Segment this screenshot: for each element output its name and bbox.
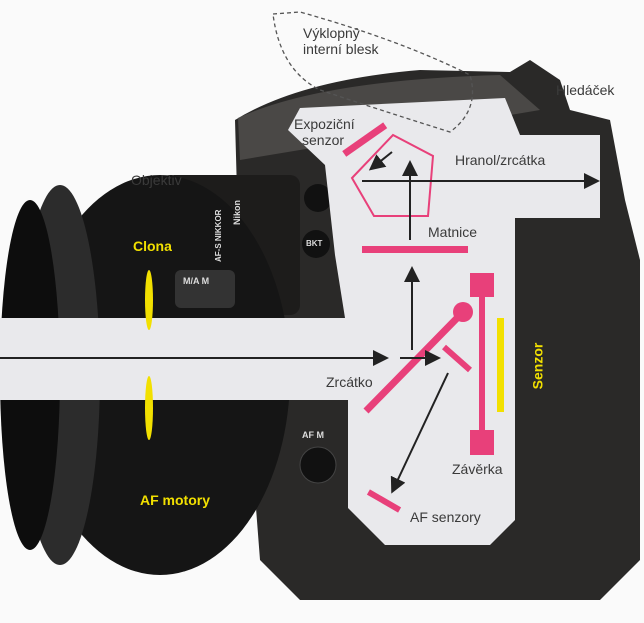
light-path-panel	[0, 98, 600, 545]
main-mirror	[363, 310, 465, 414]
mirror-pivot	[453, 302, 473, 322]
label-aperture: Clona	[133, 238, 172, 254]
focusing-screen-bar	[362, 246, 468, 253]
af-sensor-bar	[366, 489, 402, 513]
label-lens: Objektiv	[131, 172, 182, 188]
shutter-curtain	[479, 290, 485, 430]
label-shutter: Závěrka	[452, 461, 503, 477]
focus-switch-marking: AF M	[302, 430, 324, 440]
label-af-motors: AF motory	[140, 492, 210, 508]
label-focusing-screen: Matnice	[428, 224, 478, 240]
sensor-bar	[497, 318, 504, 412]
exposure-sensor-bar	[342, 122, 388, 157]
lens-name-marking: AF-S NIKKOR	[214, 209, 223, 262]
pentaprism	[350, 133, 435, 217]
label-viewfinder: Hledáček	[556, 82, 615, 98]
brand-marking: Nikon	[232, 199, 242, 225]
light-arrows	[0, 151, 600, 494]
bkt-button: BKT	[306, 239, 323, 248]
shutter	[470, 430, 494, 455]
label-mirror: Zrcátko	[326, 374, 373, 390]
aperture-blade-bottom	[145, 376, 153, 440]
flash-outline	[272, 11, 474, 133]
label-af-sensors: AF senzory	[410, 509, 481, 525]
sub-mirror	[442, 344, 472, 373]
label-sensor: Senzor	[529, 342, 546, 390]
aperture-blade-top	[145, 270, 153, 330]
label-prism: Hranol/zrcátka	[455, 152, 546, 168]
lens-switch-marking: M/A M	[183, 276, 210, 286]
